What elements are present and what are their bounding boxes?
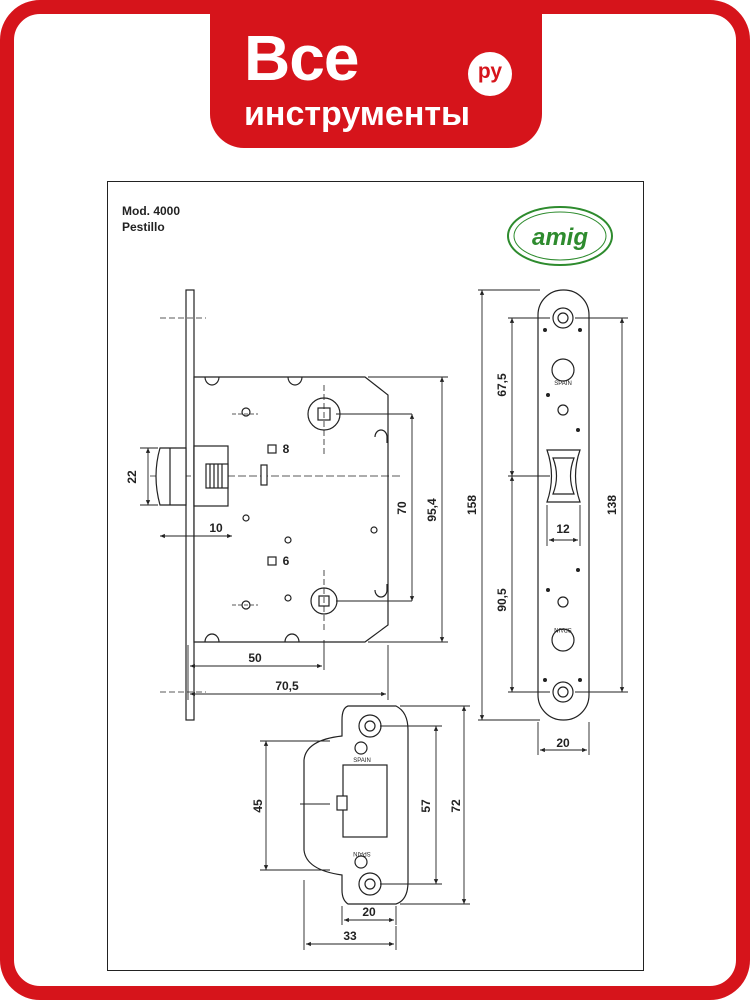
strike-stamp-bottom: SPAIN [353, 850, 371, 856]
dim-10: 10 [209, 521, 223, 535]
faceplate-dimensions [478, 289, 628, 755]
dim-67-5: 67,5 [495, 373, 509, 397]
dim-50: 50 [248, 651, 262, 665]
dim-20: 20 [556, 736, 570, 750]
dim-6: 6 [283, 554, 290, 568]
strike-plate: SPAIN SPAIN [303, 705, 409, 905]
dimension-labels: 22 10 8 6 70 95,4 50 70,5 158 67,5 90,5 … [125, 373, 619, 943]
latch-bolt [155, 445, 229, 507]
dim-12: 12 [556, 522, 570, 536]
dim-45: 45 [251, 799, 265, 813]
model-label: Mod. 4000 Pestillo [122, 203, 180, 235]
brand-logo: Все инструменты ру [210, 12, 542, 148]
dim-70: 70 [395, 501, 409, 515]
model-type: Pestillo [122, 220, 165, 234]
dim-158: 158 [465, 495, 479, 515]
dim-strike-20: 20 [362, 905, 376, 919]
brand-subtitle: инструменты [244, 95, 471, 133]
amig-logo: amig [507, 206, 613, 266]
faceplate-stamp-bottom: SPAIN [554, 626, 572, 632]
dim-8: 8 [283, 442, 290, 456]
strike-dimensions [260, 705, 470, 950]
faceplate: SPAIN SPAIN [537, 289, 590, 721]
case-dimensions [140, 376, 448, 700]
dim-95-4: 95,4 [425, 498, 439, 522]
faceplate-stamp-top: SPAIN [554, 381, 572, 387]
dim-57: 57 [419, 799, 433, 813]
dim-90-5: 90,5 [495, 588, 509, 612]
dim-70-5: 70,5 [275, 679, 299, 693]
dim-33: 33 [343, 929, 357, 943]
dim-72: 72 [449, 799, 463, 813]
amig-logo-text: amig [532, 224, 588, 251]
brand-domain-badge: ру [468, 52, 512, 96]
strike-stamp-top: SPAIN [353, 758, 371, 764]
brand-name: Все [244, 22, 359, 94]
lock-case [150, 289, 400, 721]
dim-22: 22 [125, 470, 139, 484]
model-number: Mod. 4000 [122, 204, 181, 218]
dim-138: 138 [605, 495, 619, 515]
